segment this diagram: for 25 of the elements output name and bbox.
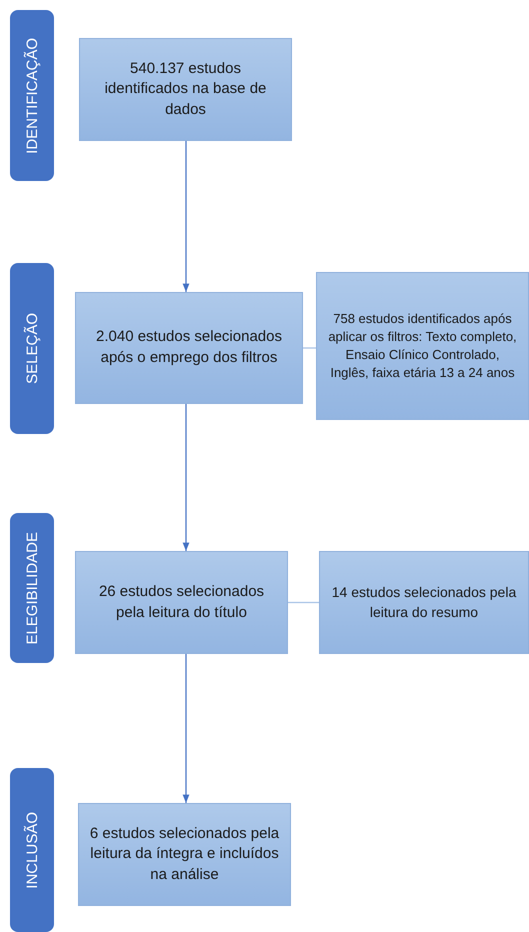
stage-band [10, 263, 54, 434]
box-text: 2.040 estudos selecionados após o emprego dos filtros [95, 327, 283, 368]
process-box [78, 803, 291, 906]
box-text: 6 estudos selecionados pela leitura da íntegra e incluídos na análise [88, 824, 280, 885]
stage-label: IDENTIFICAÇÃO [24, 38, 40, 154]
stage-label: SELEÇÃO [24, 313, 40, 384]
arrow [182, 654, 190, 803]
process-box [75, 551, 288, 654]
stage-band [10, 10, 54, 181]
box-text: 26 estudos selecionados pela leitura do título [98, 582, 266, 622]
stage-label: ELEGIBILIDADE [24, 532, 40, 644]
box-text: 14 estudos selecionados pela leitura do resumo [330, 583, 518, 622]
process-box [319, 551, 529, 654]
connector-line [288, 602, 319, 604]
arrow [182, 141, 190, 292]
box-text: 758 estudos identificados após aplicar os filtros: Texto completo, Ensaio Clínico Controlado, Inglês, faixa etária 13 a 24 anos [327, 310, 518, 382]
box-text: 540.137 estudos identificados na base de dados [104, 58, 268, 120]
stage-band [10, 768, 54, 932]
stage-band [10, 513, 54, 663]
connector-line [303, 347, 316, 349]
process-box [79, 38, 292, 141]
process-box [75, 292, 303, 404]
arrow [182, 404, 190, 551]
process-box [316, 272, 529, 420]
stage-label: INCLUSÃO [24, 812, 40, 888]
